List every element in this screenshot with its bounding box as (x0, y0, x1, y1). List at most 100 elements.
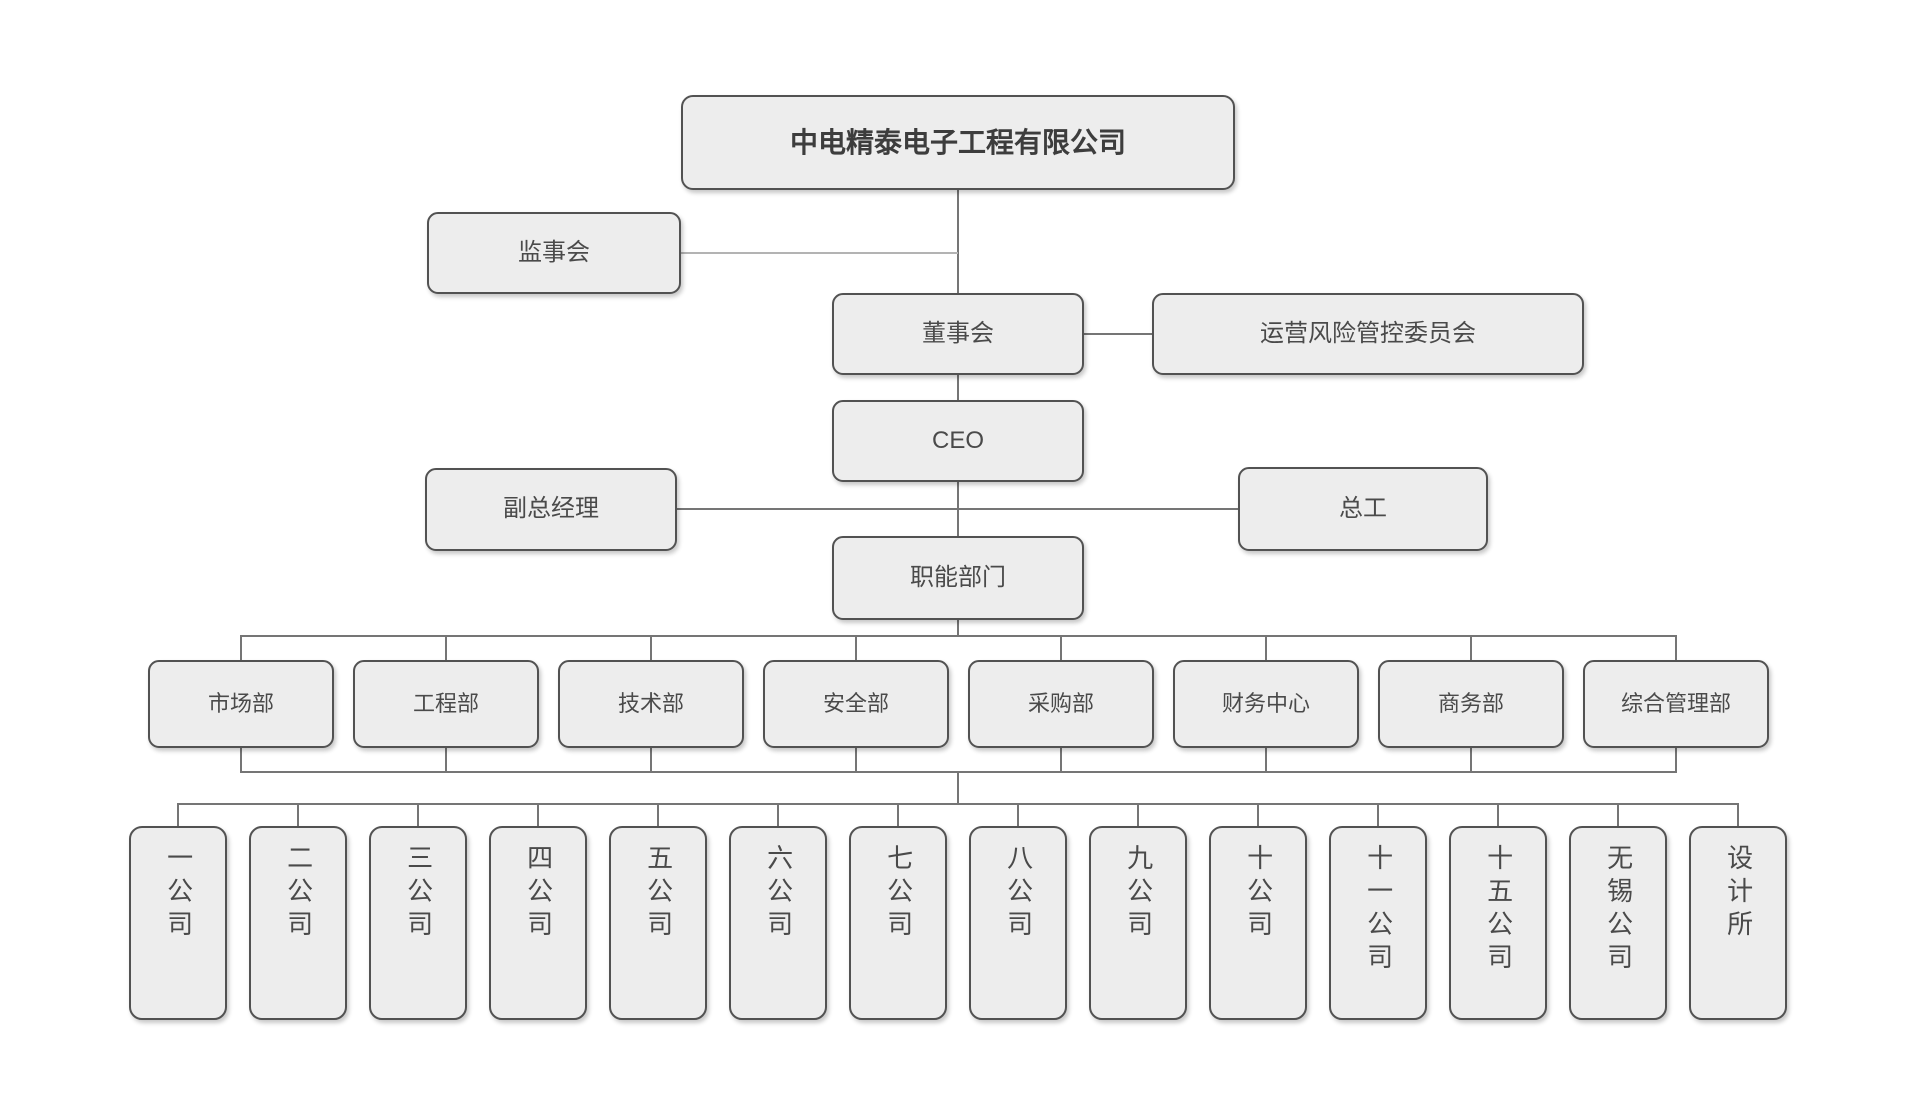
subsidiary-box-2: 二公司 (249, 826, 347, 1020)
org-root-label: 中电精泰电子工程有限公司 (789, 126, 1126, 158)
subsidiary-label: 无锡公司 (1603, 844, 1634, 976)
stub-department-top-7 (1470, 635, 1472, 660)
subsidiary-box-3: 三公司 (369, 826, 467, 1020)
subsidiary-label: 一公司 (163, 844, 194, 943)
stub-department-bottom-1 (240, 748, 242, 773)
subsidiary-label: 五公司 (643, 844, 674, 943)
subsidiary-label: 八公司 (1003, 844, 1034, 943)
stub-company-8 (1017, 803, 1019, 826)
org-root-box: 中电精泰电子工程有限公司 (681, 95, 1235, 190)
subsidiary-box-4: 四公司 (489, 826, 587, 1020)
stub-company-10 (1257, 803, 1259, 826)
connector-board-to-committee (1084, 333, 1152, 335)
stub-company-3 (417, 803, 419, 826)
stub-department-bottom-7 (1470, 748, 1472, 773)
stub-company-1 (177, 803, 179, 826)
subsidiary-box-10: 十公司 (1209, 826, 1307, 1020)
risk-committee-label: 运营风险管控委员会 (1260, 319, 1476, 347)
bus-companies (178, 803, 1739, 805)
functional-departments-box: 职能部门 (832, 536, 1084, 620)
subsidiary-label: 三公司 (403, 844, 434, 943)
department-label: 采购部 (1027, 690, 1094, 716)
subsidiary-label: 四公司 (523, 844, 554, 943)
subsidiary-label: 十一公司 (1363, 844, 1394, 976)
stub-department-bottom-4 (855, 748, 857, 773)
department-box-engineering: 工程部 (353, 660, 539, 748)
stub-department-bottom-6 (1265, 748, 1267, 773)
stub-department-top-1 (240, 635, 242, 660)
connector-board-to-ceo (957, 375, 959, 401)
subsidiary-box-6: 六公司 (729, 826, 827, 1020)
subsidiary-label: 十公司 (1243, 844, 1274, 943)
subsidiary-box-9: 九公司 (1089, 826, 1187, 1020)
functional-departments-label: 职能部门 (910, 563, 1006, 591)
subsidiary-box-8: 八公司 (969, 826, 1067, 1020)
department-box-general-admin: 综合管理部 (1583, 660, 1769, 748)
stub-department-top-4 (855, 635, 857, 660)
department-box-technology: 技术部 (558, 660, 744, 748)
department-box-safety: 安全部 (763, 660, 949, 748)
ceo-label: CEO (931, 426, 984, 454)
risk-committee-box: 运营风险管控委员会 (1152, 293, 1584, 375)
department-label: 财务中心 (1221, 690, 1310, 716)
ceo-box: CEO (832, 400, 1084, 482)
department-label: 工程部 (412, 690, 479, 716)
subsidiary-label: 九公司 (1123, 844, 1154, 943)
stub-company-12 (1497, 803, 1499, 826)
stub-department-top-6 (1265, 635, 1267, 660)
supervisory-board-label: 监事会 (518, 238, 590, 266)
subsidiary-label: 十五公司 (1483, 844, 1514, 976)
board-of-directors-label: 董事会 (922, 319, 994, 347)
stub-company-4 (537, 803, 539, 826)
stub-company-6 (777, 803, 779, 826)
deputy-gm-label: 副总经理 (503, 495, 599, 523)
department-label: 技术部 (617, 690, 684, 716)
subsidiary-label: 六公司 (763, 844, 794, 943)
subsidiary-box-11: 十一公司 (1329, 826, 1427, 1020)
chief-engineer-box: 总工 (1238, 467, 1488, 551)
department-label: 商务部 (1437, 690, 1504, 716)
stub-department-top-3 (650, 635, 652, 660)
stub-company-5 (657, 803, 659, 826)
deputy-gm-box: 副总经理 (425, 468, 677, 551)
subsidiary-box-15: 十五公司 (1449, 826, 1547, 1020)
stub-company-13 (1617, 803, 1619, 826)
stub-department-bottom-5 (1060, 748, 1062, 773)
bus-departments-bottom (241, 771, 1677, 773)
subsidiary-box-wuxi: 无锡公司 (1569, 826, 1667, 1020)
stub-department-bottom-3 (650, 748, 652, 773)
department-label: 安全部 (822, 690, 889, 716)
stub-company-9 (1137, 803, 1139, 826)
stub-department-bottom-2 (445, 748, 447, 773)
bus-departments-top (241, 635, 1677, 637)
connector-deputy-to-chief (677, 508, 1238, 510)
subsidiary-label: 七公司 (883, 844, 914, 943)
department-label: 市场部 (207, 690, 274, 716)
subsidiary-box-5: 五公司 (609, 826, 707, 1020)
connector-title-to-board (957, 190, 959, 294)
connector-center-to-company-bus (957, 771, 959, 804)
supervisory-board-box: 监事会 (427, 212, 681, 294)
board-of-directors-box: 董事会 (832, 293, 1084, 375)
stub-company-2 (297, 803, 299, 826)
department-label: 综合管理部 (1620, 690, 1731, 716)
subsidiary-box-7: 七公司 (849, 826, 947, 1020)
stub-company-11 (1377, 803, 1379, 826)
subsidiary-label: 二公司 (283, 844, 314, 943)
connector-functional-to-bus (957, 620, 959, 636)
connector-supervisory-board (681, 252, 958, 254)
stub-company-7 (897, 803, 899, 826)
subsidiary-box-1: 一公司 (129, 826, 227, 1020)
department-box-finance-center: 财务中心 (1173, 660, 1359, 748)
department-box-marketing: 市场部 (148, 660, 334, 748)
department-box-commerce: 商务部 (1378, 660, 1564, 748)
department-box-procurement: 采购部 (968, 660, 1154, 748)
stub-department-top-8 (1675, 635, 1677, 660)
stub-department-top-5 (1060, 635, 1062, 660)
stub-company-14 (1737, 803, 1739, 826)
chief-engineer-label: 总工 (1339, 494, 1387, 522)
subsidiary-label: 设计所 (1723, 844, 1754, 943)
stub-department-bottom-8 (1675, 748, 1677, 773)
subsidiary-box-design-institute: 设计所 (1689, 826, 1787, 1020)
